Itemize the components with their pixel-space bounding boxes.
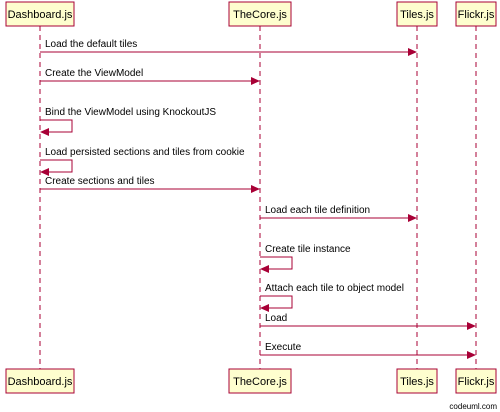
message-5-label: Create sections and tiles bbox=[45, 176, 155, 187]
message-8-arrowhead bbox=[260, 304, 269, 312]
message-4-line bbox=[40, 159, 73, 173]
participant-label-flickr-top: Flickr.js bbox=[458, 9, 495, 21]
participant-box-flickr-top bbox=[455, 1, 497, 27]
participant-label-flickr-bottom: Flickr.js bbox=[458, 376, 495, 388]
participants: Dashboard.jsDashboard.jsTheCore.jsTheCor… bbox=[5, 1, 497, 394]
message-5: Create sections and tiles bbox=[40, 176, 260, 193]
participant-label-dashboard-top: Dashboard.js bbox=[8, 9, 73, 21]
message-2-arrowhead bbox=[251, 77, 260, 85]
participant-box-tiles-top bbox=[396, 1, 438, 27]
message-3-label: Bind the ViewModel using KnockoutJS bbox=[45, 107, 216, 118]
message-9-label: Load bbox=[265, 313, 287, 324]
message-6-arrowhead bbox=[408, 214, 417, 222]
message-7: Create tile instance bbox=[260, 244, 351, 273]
message-2-label: Create the ViewModel bbox=[45, 68, 143, 79]
message-10-label: Execute bbox=[265, 342, 302, 353]
message-6: Load each tile definition bbox=[260, 205, 417, 222]
message-3-arrowhead bbox=[40, 128, 49, 136]
message-10: Execute bbox=[260, 342, 476, 359]
message-7-arrowhead bbox=[260, 265, 269, 273]
message-8-line bbox=[260, 295, 293, 309]
message-8: Attach each tile to object model bbox=[260, 283, 404, 312]
message-6-label: Load each tile definition bbox=[265, 205, 370, 216]
lifelines bbox=[39, 26, 477, 369]
message-3-line bbox=[40, 119, 73, 133]
participant-box-dashboard-top bbox=[5, 1, 75, 27]
participant-label-thecore-bottom: TheCore.js bbox=[233, 376, 287, 388]
message-8-label: Attach each tile to object model bbox=[265, 283, 404, 294]
participant-label-tiles-bottom: Tiles.js bbox=[400, 376, 434, 388]
message-7-label: Create tile instance bbox=[265, 244, 351, 255]
message-1: Load the default tiles bbox=[40, 39, 417, 56]
message-5-arrowhead bbox=[251, 185, 260, 193]
message-10-arrowhead bbox=[467, 351, 476, 359]
message-7-line bbox=[260, 256, 293, 270]
participant-label-thecore-top: TheCore.js bbox=[233, 9, 287, 21]
participant-box-flickr-bottom bbox=[455, 368, 497, 394]
participant-label-tiles-top: Tiles.js bbox=[400, 9, 434, 21]
participant-box-thecore-top bbox=[228, 1, 292, 27]
message-9-arrowhead bbox=[467, 322, 476, 330]
participant-label-dashboard-bottom: Dashboard.js bbox=[8, 376, 73, 388]
participant-box-tiles-bottom bbox=[396, 368, 438, 394]
message-3: Bind the ViewModel using KnockoutJS bbox=[40, 107, 216, 136]
participant-box-thecore-bottom bbox=[228, 368, 292, 394]
message-4-label: Load persisted sections and tiles from c… bbox=[45, 147, 245, 158]
message-9: Load bbox=[260, 313, 476, 330]
participant-box-dashboard-bottom bbox=[5, 368, 75, 394]
message-2: Create the ViewModel bbox=[40, 68, 260, 85]
message-4: Load persisted sections and tiles from c… bbox=[40, 147, 245, 176]
message-1-arrowhead bbox=[408, 48, 417, 56]
message-4-arrowhead bbox=[40, 168, 49, 176]
message-1-label: Load the default tiles bbox=[45, 39, 137, 50]
watermark-text: codeuml.com bbox=[449, 402, 497, 411]
